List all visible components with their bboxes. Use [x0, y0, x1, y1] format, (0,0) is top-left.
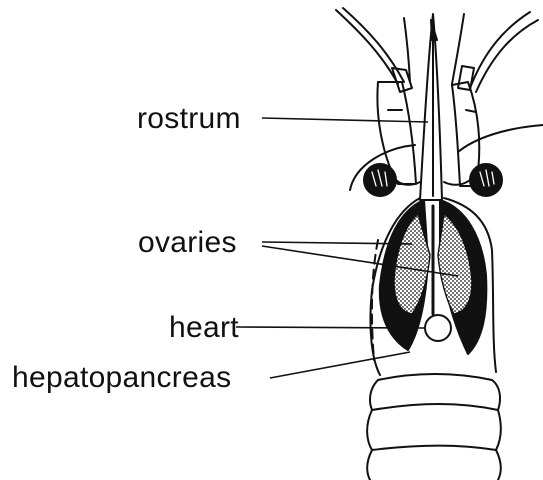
heart-shape — [425, 315, 451, 341]
abdomen — [367, 374, 501, 480]
label-hepatopancreas: hepatopancreas — [12, 363, 231, 393]
rostrum-leader — [262, 118, 428, 122]
label-heart: heart — [169, 313, 239, 343]
rostrum-shape — [420, 14, 442, 200]
label-ovaries: ovaries — [138, 228, 237, 258]
hepatopancreas-leader — [270, 352, 410, 378]
heart-leader — [236, 327, 424, 328]
label-rostrum: rostrum — [137, 104, 241, 134]
